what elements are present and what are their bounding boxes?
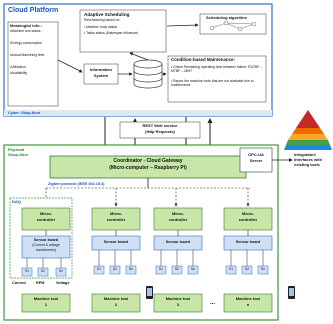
sensor-3-label: Sensor board — [165, 240, 191, 244]
integration-line2: Interfaces with — [294, 157, 323, 162]
rest-web-service-box — [119, 121, 201, 139]
machine-1-label: Machine tool — [33, 296, 59, 301]
micro-n-line2: controller — [238, 217, 258, 222]
current-label: Current — [12, 281, 26, 285]
condition-maintenance-box — [167, 55, 267, 103]
sensor-2-label: Sensor board — [103, 240, 129, 244]
physical-line2: Shop-floor — [8, 152, 29, 157]
adaptive-item-1: • Tasks status (Makespan influence) — [84, 31, 139, 35]
meaningful-item-2: •Actual Machining time — [10, 53, 45, 57]
opcua-line1: OPC-UA — [248, 152, 264, 157]
ellipsis: ... — [210, 300, 216, 306]
s1-label: S1 — [24, 269, 30, 273]
machine-tool-1-box — [21, 293, 71, 313]
meaningful-item-1: •Energy consumption — [10, 41, 43, 45]
condition-title: Condition-based Maintenance: — [171, 57, 235, 62]
micro-2-line2: controller — [106, 217, 126, 222]
column-2 — [91, 207, 141, 275]
machine-3-num: 3 — [176, 302, 180, 307]
gateway-line2: (Micro-computer – Raspberry Pi) — [109, 165, 187, 171]
sensor-1-line3: transformers) — [35, 248, 57, 252]
integration-line1: Integration/ — [294, 152, 316, 157]
c3-s1-label: S1 — [158, 267, 164, 271]
c2-s2-label: S2 — [112, 267, 118, 271]
rest-line1: REST Web service — [142, 123, 178, 128]
machine-2-label: Machine tool — [103, 296, 129, 301]
cyber-footer: Cyber: Shop-floor — [8, 111, 41, 115]
sn-label: Sn — [58, 269, 64, 273]
machine-tool-3-box — [153, 293, 203, 313]
sensor-1-line1: Sensor board — [33, 238, 59, 242]
c3-s2-label: S2 — [174, 267, 180, 271]
cyber-shopfloor-band — [4, 110, 272, 116]
machine-n-label: Machine tool — [235, 296, 261, 301]
adaptive-scheduling-box — [79, 9, 167, 53]
gateway-line1: Coordinator - Cloud Gateway — [113, 158, 183, 164]
column-4 — [223, 207, 273, 275]
opcua-line2: Server — [249, 158, 263, 163]
c2-s1-label: S1 — [96, 267, 102, 271]
info-system-line1: Information — [90, 67, 112, 72]
sensor-1-line2: (Current & voltage — [32, 243, 60, 247]
condition-item-0: • Check Remaining operating time between… — [171, 65, 263, 73]
c3-sn-label: Sn — [190, 267, 196, 271]
machine-3-label: Machine tool — [165, 296, 191, 301]
meaningful-info-title: Meaningful info.: — [10, 23, 42, 28]
micro-1-line1: Micro- — [40, 211, 52, 216]
meaningful-info-box — [7, 21, 59, 107]
micro-2-line1: Micro- — [110, 211, 122, 216]
voltage-label: Voltage — [56, 281, 70, 285]
c4-sn-label: Sn — [260, 267, 266, 271]
zigbee-label: Zigbee protocol (IEEE 802.15.4) — [48, 182, 105, 186]
cloud-platform-title: Cloud Platform — [8, 7, 59, 14]
scheduling-algorithm-box — [199, 13, 267, 35]
meaningful-item-3: •Utilization — [10, 65, 26, 69]
adaptive-title: Adaptive Scheduling — [84, 12, 130, 17]
c4-s1-label: S1 — [228, 267, 234, 271]
machine-n-num: n — [246, 302, 250, 307]
physical-line1: Physical — [8, 147, 25, 152]
adaptive-item-0: • Machine tools status — [84, 25, 118, 29]
sensor-n-label: Sensor board — [235, 240, 261, 244]
meaningful-item-4: •Availability — [10, 71, 28, 75]
info-system-line2: System — [93, 73, 109, 78]
column-1 — [21, 207, 71, 277]
micro-1-line2: controller — [36, 217, 56, 222]
adaptive-sub: Rescheduling based on: — [84, 18, 121, 22]
c4-s2-label: S2 — [244, 267, 250, 271]
rpm-label: RPM — [36, 281, 45, 285]
micro-n-line1: Micro- — [242, 211, 254, 216]
daq-label: DAQ — [12, 199, 21, 204]
condition-item-1: • Report the machine tools that are not … — [171, 79, 254, 87]
s2-label: S2 — [40, 269, 46, 273]
phone-icons — [146, 286, 295, 299]
column-3 — [153, 207, 203, 275]
algorithm-network-icon — [209, 20, 257, 32]
micro-3-line2: controller — [168, 217, 188, 222]
pyramid-icon — [284, 110, 332, 150]
machine-tool-2-box — [91, 293, 141, 313]
integration-line3: existing tools — [294, 162, 320, 167]
meaningful-item-0: •Machine tool status — [10, 29, 41, 33]
algorithm-title: Scheduling algorithm — [206, 15, 247, 20]
database-icon — [133, 59, 163, 89]
rest-line2: (Http Requests) — [145, 129, 175, 134]
c2-sn-label: Sn — [128, 267, 134, 271]
micro-3-line1: Micro- — [172, 211, 184, 216]
machine-1-num: 1 — [44, 302, 48, 307]
machine-2-num: 2 — [114, 302, 118, 307]
machine-tool-n-box — [223, 293, 273, 313]
